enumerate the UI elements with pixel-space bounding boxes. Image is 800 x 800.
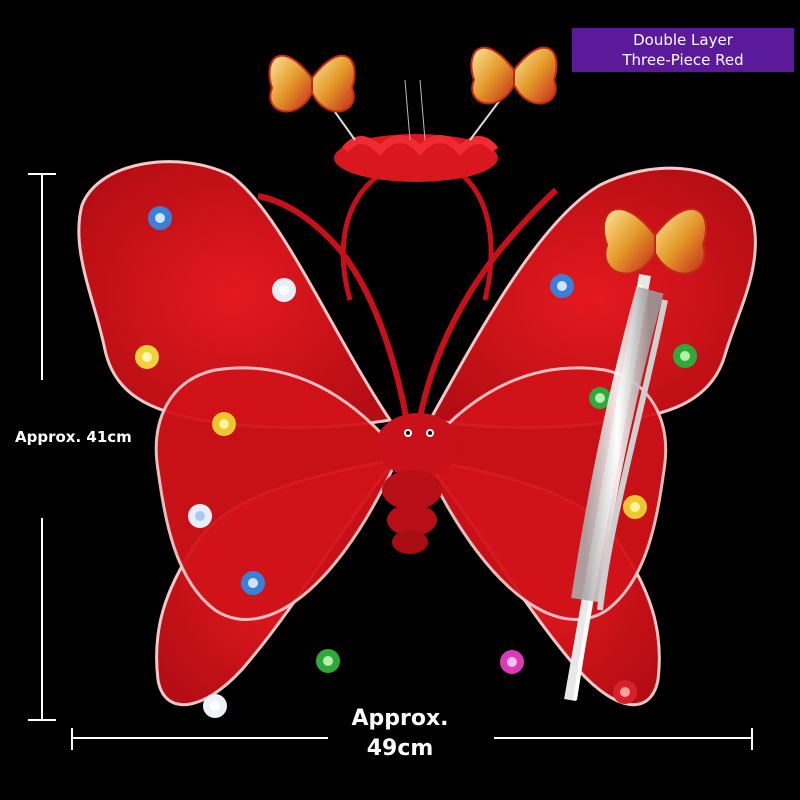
width-label-line-1: Approx.: [351, 706, 449, 731]
product-variant-badge: Double Layer Three-Piece Red: [572, 28, 794, 72]
width-dimension-line: [71, 728, 753, 750]
butterfly-wand: [564, 207, 708, 702]
width-label: Approx. 49cm: [340, 704, 460, 764]
width-label-line-2: 49cm: [366, 736, 434, 761]
badge-line-1: Double Layer: [633, 31, 733, 49]
height-label: Approx. 41cm: [15, 428, 132, 446]
sequin-decorations: [135, 206, 697, 718]
height-dimension-line: [28, 173, 56, 721]
badge-line-2: Three-Piece Red: [622, 51, 744, 69]
antenna-headband: [268, 46, 558, 301]
